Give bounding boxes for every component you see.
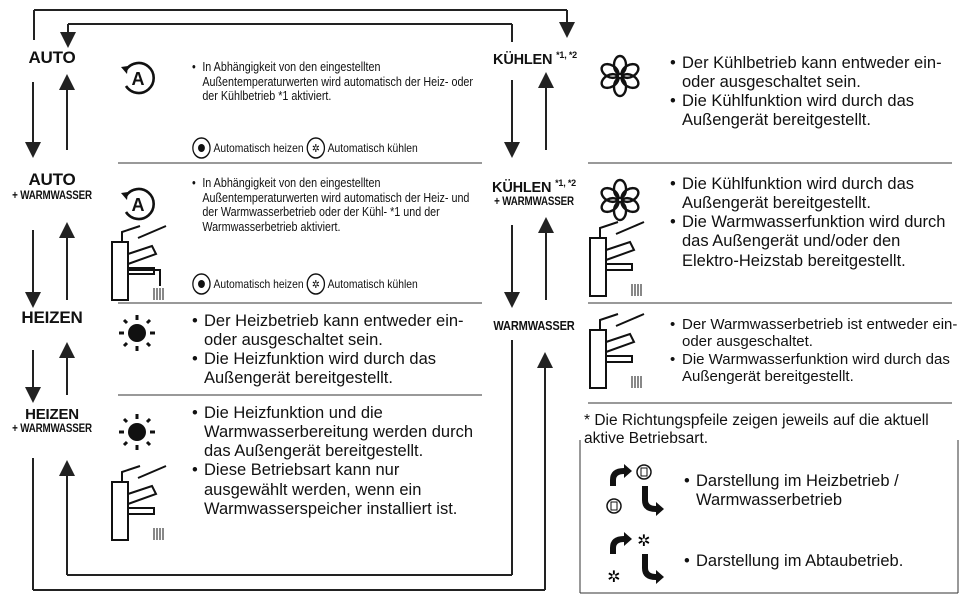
display-heat-ww: Darstellung im Heizbetrieb / Warmwasserb…	[684, 472, 962, 510]
auto-cool-icon: ✲	[306, 273, 325, 295]
mode-kuehlen-ww-subtitle: + WARMWASSER	[494, 195, 574, 208]
svg-text:A: A	[132, 195, 145, 215]
auto-heat-icon	[192, 137, 211, 159]
svg-text:✲: ✲	[312, 142, 320, 155]
desc-heizen-item-1: Der Heizbetrieb kann entweder ein- oder …	[192, 312, 482, 350]
desc-kuehlen-item-1: Der Kühlbetrieb kann entweder ein- oder …	[670, 54, 950, 92]
mode-kuehlen-ww-footnote: *1, *2	[555, 178, 576, 188]
desc-heizen-ww-item-2: Diese Betriebsart kann nur ausgewählt we…	[192, 461, 482, 518]
snowflake-icon	[600, 54, 640, 98]
legend-heat-label: Automatisch heizen	[213, 141, 304, 155]
desc-heizen: Der Heizbetrieb kann entweder ein- oder …	[192, 312, 482, 389]
sun-icon	[119, 315, 155, 351]
desc-kuehlen-ww-item-2: Die Warmwasserfunktion wird durch das Au…	[670, 213, 952, 270]
svg-text:✲: ✲	[637, 531, 650, 550]
auto-heat-icon	[192, 273, 211, 295]
legend-cool-label: Automatisch kühlen	[327, 277, 418, 291]
desc-heizen-item-2: Die Heizfunktion wird durch das Außenger…	[192, 350, 482, 388]
mode-label-heizen: HEIZEN	[0, 308, 104, 328]
mode-label-kuehlen: KÜHLEN *1, *2	[480, 50, 590, 68]
faucet-icon	[111, 225, 167, 301]
direction-note: * Die Richtungspfeile zeigen jeweils auf…	[584, 412, 929, 447]
auto-icon: A	[121, 61, 155, 95]
auto-legend-1: Automatisch heizen ✲ Automatisch kühlen	[192, 137, 418, 159]
mode-label-warmwasser: WARMWASSER	[474, 318, 594, 333]
mode-auto-title: AUTO	[28, 48, 76, 67]
desc-warmwasser-item-2: Die Warmwasserfunktion wird durch das Au…	[670, 351, 960, 386]
mode-heizen-ww-subtitle: + WARMWASSER	[12, 423, 92, 435]
desc-kuehlen-ww-item-1: Die Kühlfunktion wird durch das Außenger…	[670, 175, 952, 213]
desc-kuehlen-ww: Die Kühlfunktion wird durch das Außenger…	[670, 175, 952, 271]
desc-auto-item: In Abhängigkeit von den eingestellten Au…	[192, 60, 476, 104]
desc-heizen-ww-item-1: Die Heizfunktion und die Warmwasserberei…	[192, 404, 482, 461]
desc-heizen-ww: Die Heizfunktion und die Warmwasserberei…	[192, 404, 482, 519]
faucet-icon	[589, 313, 645, 389]
svg-text:✲: ✲	[312, 278, 320, 291]
legend-heat-label: Automatisch heizen	[213, 277, 304, 291]
rotate-arrow-icon	[606, 464, 664, 516]
mode-label-kuehlen-ww: KÜHLEN *1, *2 + WARMWASSER	[478, 178, 590, 208]
auto-cool-icon: ✲	[306, 137, 325, 159]
mode-warmwasser-title: WARMWASSER	[493, 318, 575, 333]
legend-cool-label: Automatisch kühlen	[327, 141, 418, 155]
desc-auto: In Abhängigkeit von den eingestellten Au…	[192, 60, 476, 104]
auto-legend-2: Automatisch heizen ✲ Automatisch kühlen	[192, 273, 418, 295]
mode-label-auto: AUTO	[2, 48, 102, 68]
auto-icon: A	[121, 187, 155, 221]
desc-kuehlen: Der Kühlbetrieb kann entweder ein- oder …	[670, 54, 950, 131]
desc-warmwasser-item-1: Der Warmwasserbetrieb ist entweder ein- …	[670, 316, 960, 351]
snowflake-icon	[600, 178, 640, 222]
mode-kuehlen-title: KÜHLEN	[493, 51, 553, 68]
mode-heizen-title: HEIZEN	[21, 308, 83, 327]
svg-text:✲: ✲	[607, 567, 620, 586]
mode-label-auto-ww: AUTO + WARMWASSER	[0, 170, 104, 202]
faucet-icon	[589, 221, 645, 297]
mode-kuehlen-ww-title: KÜHLEN	[492, 179, 552, 196]
mode-auto-ww-title: AUTO	[28, 170, 76, 189]
sun-icon	[119, 414, 155, 450]
mode-kuehlen-footnote: *1, *2	[556, 50, 577, 60]
desc-auto-ww-item: In Abhängigkeit von den eingestellten Au…	[192, 176, 484, 234]
defrost-arrow-icon: ✲ ✲	[607, 531, 664, 586]
mode-label-heizen-ww: HEIZEN + WARMWASSER	[0, 406, 104, 435]
mode-heizen-ww-title: HEIZEN	[25, 406, 79, 423]
display-defrost: Darstellung im Abtaubetrieb.	[684, 552, 962, 571]
mode-auto-ww-subtitle: + WARMWASSER	[12, 190, 92, 202]
desc-auto-ww: In Abhängigkeit von den eingestellten Au…	[192, 176, 484, 234]
desc-kuehlen-item-2: Die Kühlfunktion wird durch das Außenger…	[670, 92, 950, 130]
desc-warmwasser: Der Warmwasserbetrieb ist entweder ein- …	[670, 316, 960, 386]
svg-text:A: A	[132, 69, 145, 89]
faucet-icon	[111, 465, 167, 541]
